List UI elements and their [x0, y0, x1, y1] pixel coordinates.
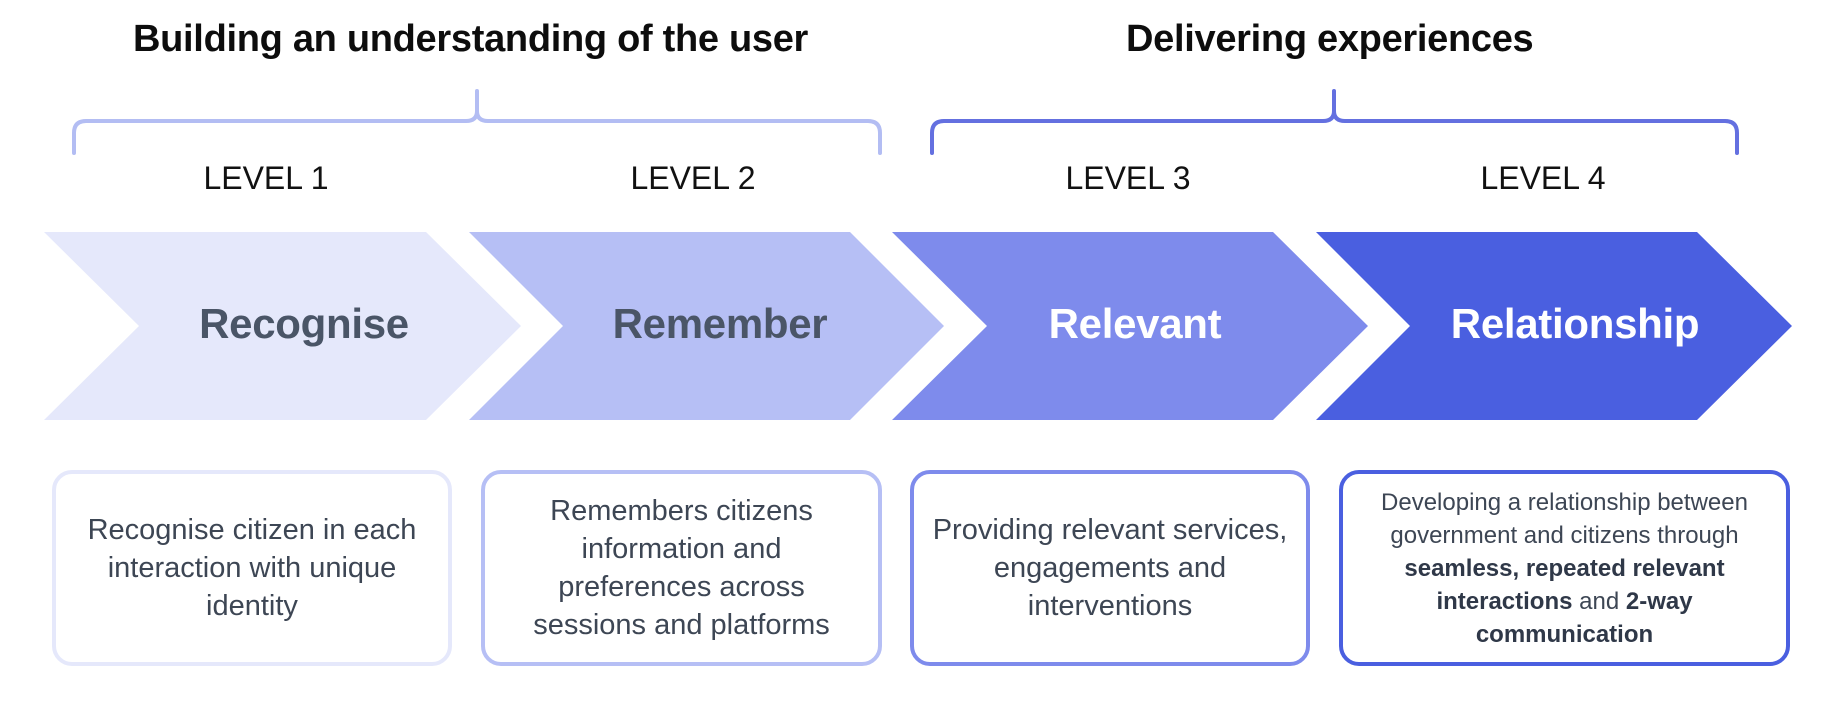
chevron-label-remember: Remember — [612, 300, 828, 347]
description-card-4: Developing a relationship between govern… — [1339, 470, 1790, 666]
description-text-1: Recognise citizen in each interaction wi… — [87, 514, 417, 622]
group-title-delivering: Delivering experiences — [1126, 18, 1534, 60]
bracket-delivering — [930, 89, 1739, 155]
bracket-understanding — [72, 89, 882, 155]
description-text-4: Developing a relationship between govern… — [1361, 486, 1768, 651]
description-card-1: Recognise citizen in each interaction wi… — [52, 470, 452, 666]
chevron-remember — [469, 232, 944, 420]
level-label-2: LEVEL 2 — [630, 160, 756, 196]
description-4-part-1: Developing a relationship between govern… — [1381, 488, 1748, 549]
description-text-2: Remembers citizens information and prefe… — [533, 495, 830, 641]
level-label-1: LEVEL 1 — [203, 160, 329, 196]
description-4-bold-seamless: seamless, repeated relevant interactions — [1404, 554, 1725, 615]
level-label-3: LEVEL 3 — [1065, 160, 1191, 196]
chevron-relevant — [892, 232, 1368, 420]
description-4-bold-two-way: 2-way communication — [1475, 587, 1693, 648]
description-text-3: Providing relevant services, engagements… — [932, 514, 1288, 622]
level-label-4: LEVEL 4 — [1480, 160, 1606, 196]
description-card-2: Remembers citizens information and prefe… — [481, 470, 882, 666]
chevron-label-recognise: Recognise — [199, 300, 409, 347]
description-card-3: Providing relevant services, engagements… — [910, 470, 1310, 666]
chevron-label-relationship: Relationship — [1450, 300, 1700, 347]
group-title-understanding: Building an understanding of the user — [133, 18, 809, 60]
chevron-label-relevant: Relevant — [1048, 300, 1222, 347]
description-4-part-3: and — [1572, 587, 1626, 615]
chevron-recognise — [44, 232, 521, 420]
chevron-relationship — [1316, 232, 1792, 420]
